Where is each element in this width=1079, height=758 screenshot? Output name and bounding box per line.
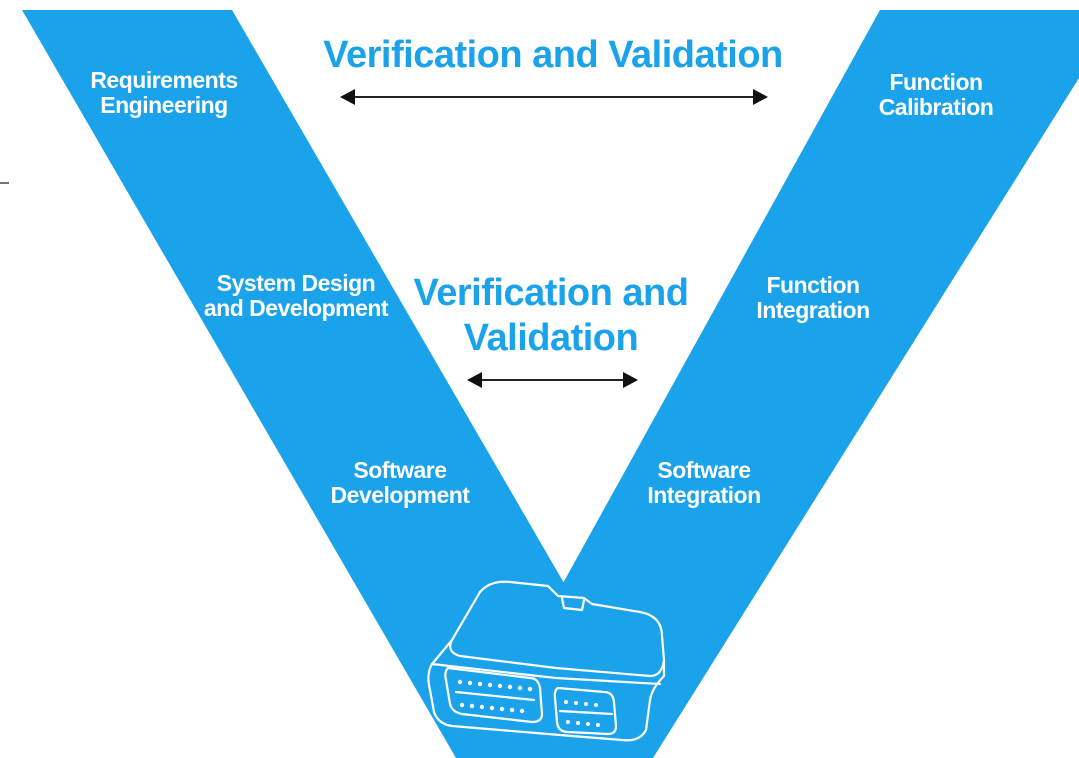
v-left-band [22, 10, 568, 758]
v-right-band [456, 10, 1079, 758]
stage-requirements-engineering-line1: Requirements [90, 67, 237, 93]
stage-function-calibration-line1: Function [889, 69, 982, 95]
stage-software-development-line2: Development [331, 482, 471, 508]
vv-middle-arrow [467, 372, 638, 388]
stage-function-integration-line2: Integration [756, 297, 869, 323]
stage-software-integration-line1: Software [657, 457, 750, 483]
stage-function-integration-line1: Function [766, 272, 859, 298]
vv-top-title: Verification and Validation [323, 34, 783, 76]
stage-requirements-engineering-line2: Engineering [100, 92, 227, 118]
stage-system-design-line2: and Development [204, 295, 389, 321]
vv-middle-title-line2: Validation [464, 317, 638, 359]
stage-system-design-line1: System Design [217, 270, 375, 296]
vv-top-arrow [340, 89, 768, 105]
ecu-control-unit-icon [427, 580, 666, 742]
vv-middle-title-line1: Verification and [414, 272, 689, 314]
stage-software-integration-line2: Integration [647, 482, 760, 508]
stage-software-development-line1: Software [353, 457, 446, 483]
stage-function-calibration-line2: Calibration [879, 94, 994, 120]
